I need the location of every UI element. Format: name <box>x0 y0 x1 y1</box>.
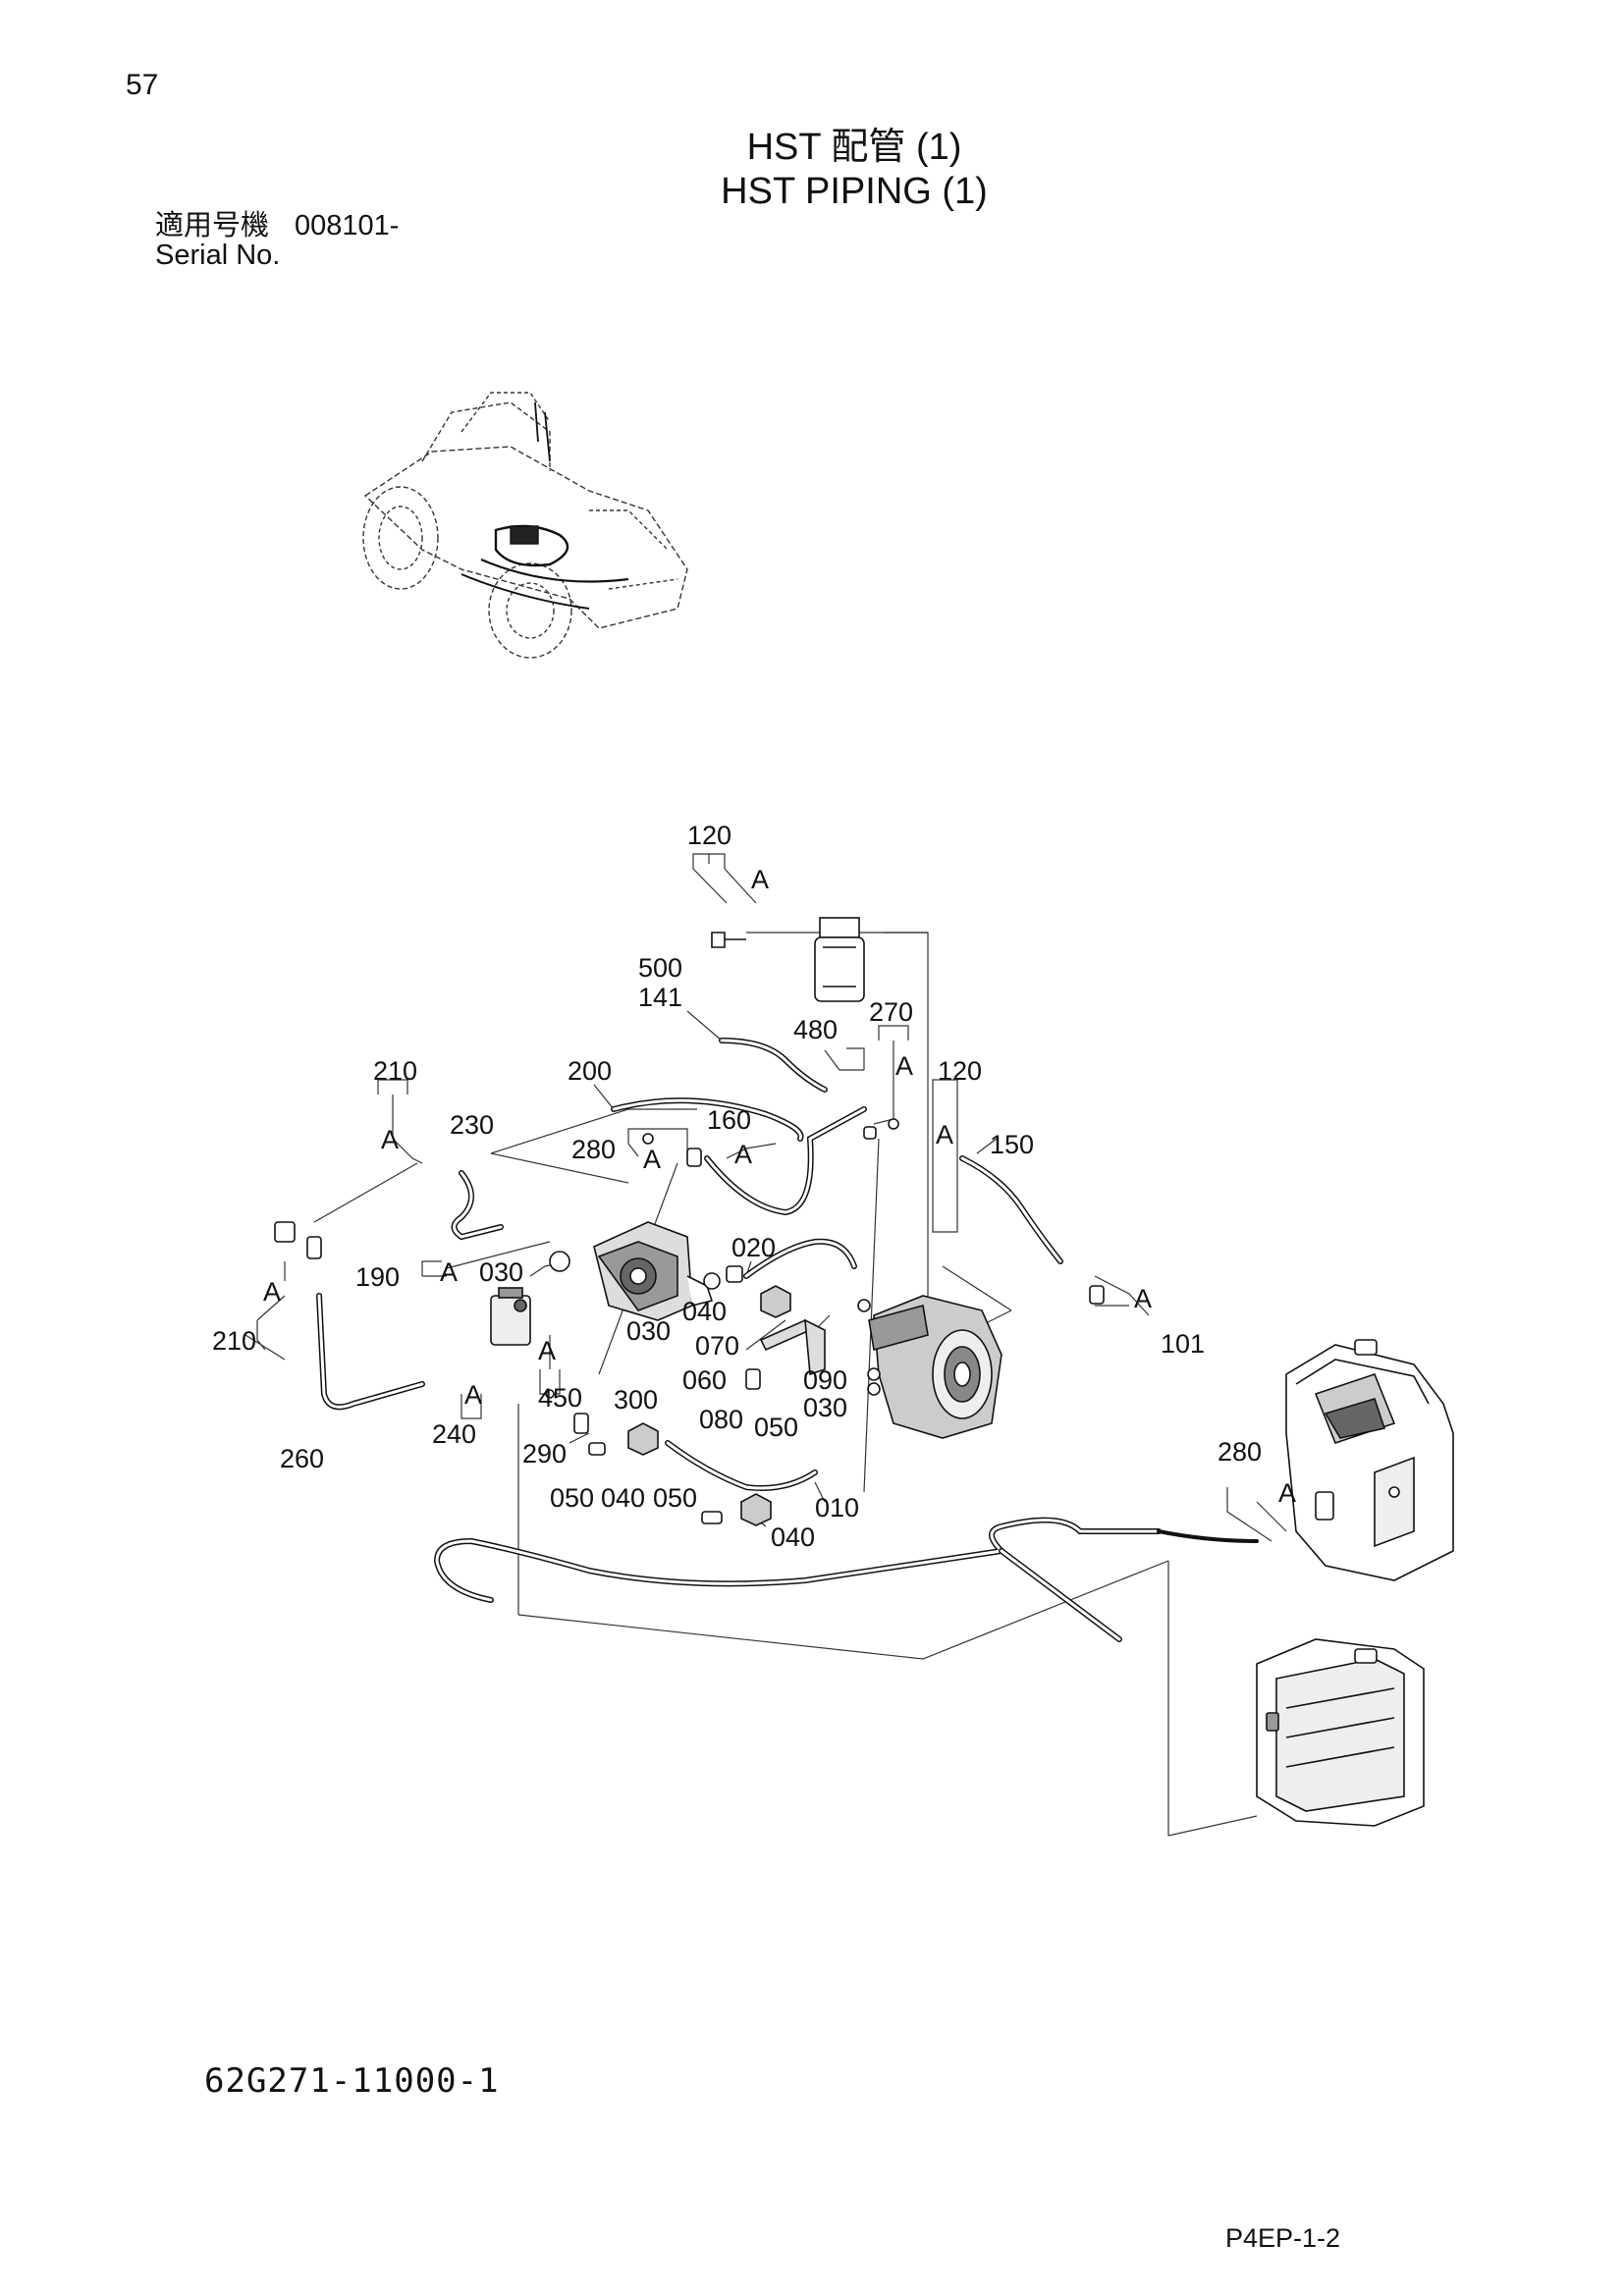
callout-070: 070 <box>695 1331 739 1361</box>
assembly-mark: A <box>1134 1284 1152 1313</box>
callout-190: 190 <box>355 1262 400 1292</box>
callout-050: 050 <box>653 1483 697 1513</box>
callout-280: 280 <box>1218 1437 1262 1467</box>
serial-label-japanese: 適用号機 008101- <box>155 202 399 243</box>
assembly-mark: A <box>734 1140 752 1169</box>
callout-480: 480 <box>793 1015 838 1044</box>
assembly-mark: A <box>538 1336 556 1365</box>
callout-050: 050 <box>550 1483 594 1513</box>
hoses <box>316 1038 1259 1642</box>
callout-240: 240 <box>432 1419 476 1449</box>
assembly-mark: A <box>381 1125 399 1154</box>
callout-120: 120 <box>687 821 731 850</box>
callout-060: 060 <box>682 1365 727 1395</box>
page-code: P4EP-1-2 <box>1225 2223 1341 2253</box>
callout-160: 160 <box>707 1105 751 1135</box>
callout-500: 500 <box>638 953 682 983</box>
page-number: 57 <box>126 69 159 101</box>
callout-200: 200 <box>568 1056 612 1086</box>
callout-270: 270 <box>869 997 913 1027</box>
fitting-040-c <box>740 1493 772 1526</box>
line-filter <box>490 1287 531 1346</box>
callout-090: 090 <box>803 1365 847 1395</box>
callout-050: 050 <box>754 1413 798 1442</box>
callout-260: 260 <box>280 1444 324 1473</box>
callout-230: 230 <box>450 1110 494 1140</box>
hst-transmission <box>868 1295 1002 1439</box>
callout-030: 030 <box>479 1257 523 1287</box>
serial-label-english: Serial No. <box>155 240 281 271</box>
callout-030: 030 <box>803 1393 847 1422</box>
callout-120: 120 <box>938 1056 982 1086</box>
leader-lines <box>244 853 1287 1837</box>
hydraulic-tank <box>1285 1339 1454 1581</box>
assembly-mark: A <box>643 1145 661 1174</box>
assembly-mark: A <box>1278 1478 1296 1508</box>
callout-210: 210 <box>212 1326 256 1356</box>
callout-020: 020 <box>731 1233 776 1262</box>
assembly-mark: A <box>895 1051 913 1081</box>
callout-290: 290 <box>522 1439 567 1468</box>
callout-010: 010 <box>815 1493 859 1522</box>
assembly-mark: A <box>464 1380 482 1410</box>
part-callouts: 120 500 141 480 270 120 210 200 230 160 … <box>212 821 1262 1552</box>
assembly-marks: A A A A A A A A A A A A <box>263 865 1296 1508</box>
oil-filter <box>814 917 865 1002</box>
radiator <box>1256 1638 1425 1827</box>
assembly-mark: A <box>936 1120 953 1149</box>
callout-210: 210 <box>373 1056 417 1086</box>
callout-141: 141 <box>638 983 682 1012</box>
callout-450: 450 <box>538 1383 582 1413</box>
callout-040: 040 <box>601 1483 645 1513</box>
callout-300: 300 <box>614 1385 658 1415</box>
callout-101: 101 <box>1161 1329 1205 1359</box>
assembly-mark: A <box>263 1277 281 1307</box>
callout-150: 150 <box>990 1130 1034 1159</box>
callout-040: 040 <box>682 1297 727 1326</box>
title-english: HST PIPING (1) <box>721 171 988 212</box>
drawing-number: 62G271-11000-1 <box>204 2061 500 2101</box>
fitting-040-a <box>760 1285 791 1318</box>
fitting-040-b <box>627 1422 659 1456</box>
callout-030: 030 <box>626 1316 671 1346</box>
hst-pump <box>593 1221 714 1321</box>
callout-040: 040 <box>771 1522 815 1552</box>
components <box>274 917 1454 1827</box>
serial-value: 008101- <box>295 210 400 241</box>
title-japanese: HST 配管 (1) <box>746 127 962 168</box>
serial-label-jp-text: 適用号機 <box>155 210 270 241</box>
tractor-location-thumbnail <box>362 392 688 659</box>
assembly-mark: A <box>440 1257 458 1287</box>
callout-080: 080 <box>699 1405 743 1434</box>
assembly-mark: A <box>751 865 769 894</box>
callout-280: 280 <box>571 1135 616 1164</box>
